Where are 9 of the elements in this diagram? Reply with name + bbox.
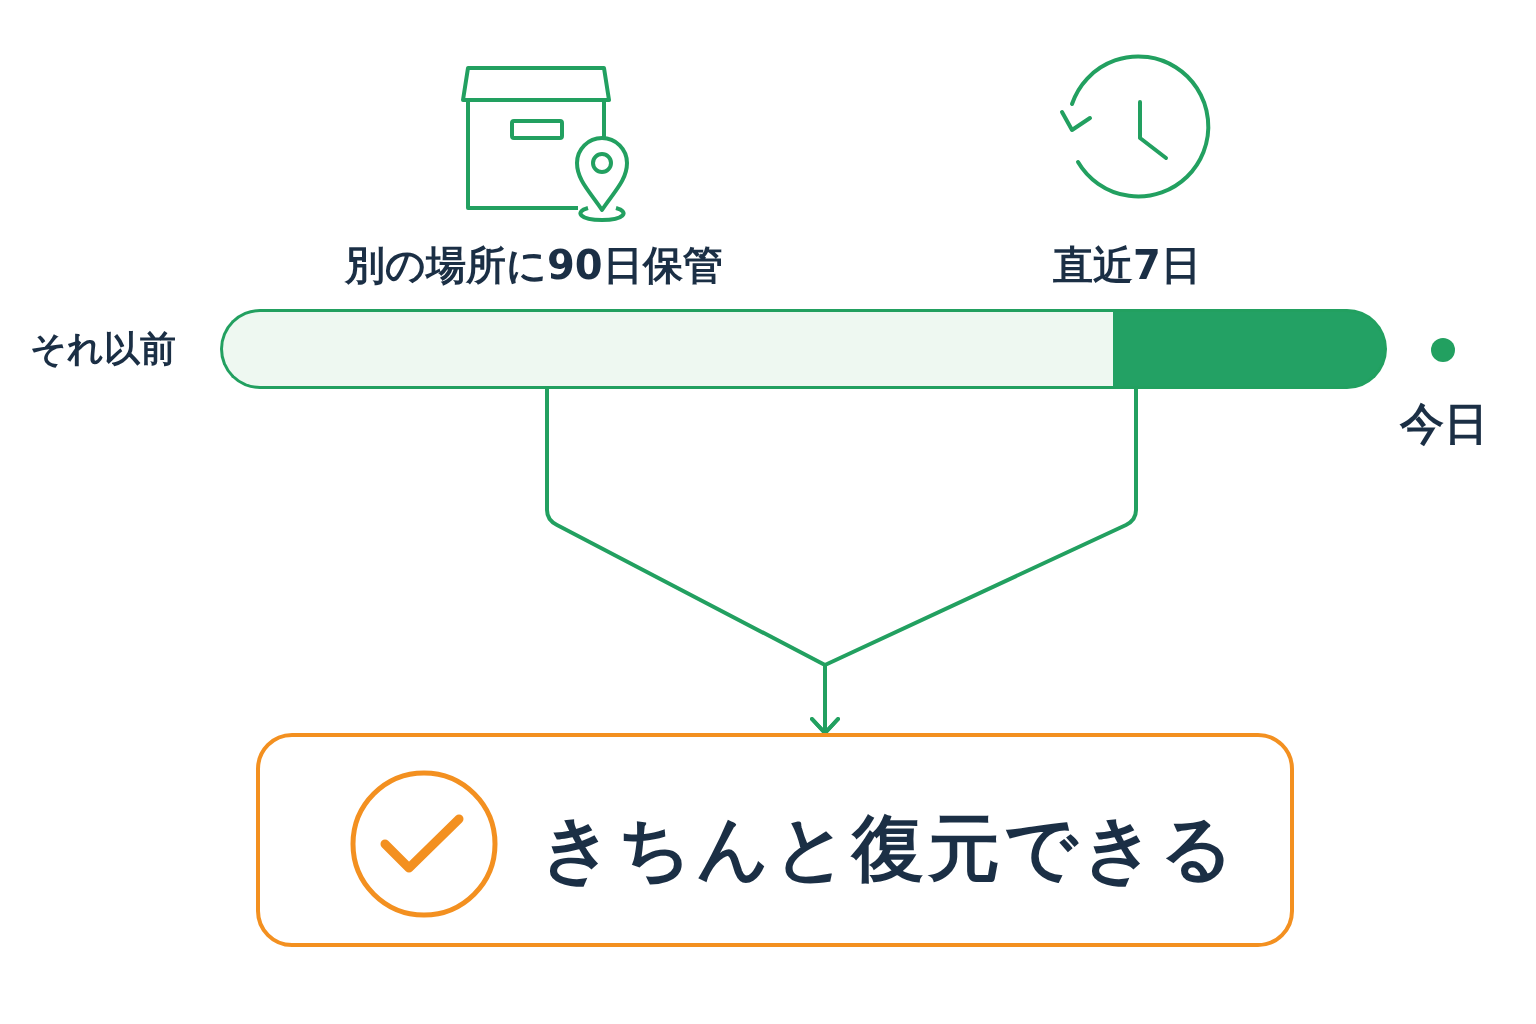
timeline-start-label: それ以前 [30, 327, 176, 371]
period-label: 別の場所に90日保管 [345, 241, 723, 290]
recent-period-bar [1113, 309, 1387, 389]
result-text: きちんと復元できる [540, 805, 1238, 892]
period-label: 直近7日 [1053, 241, 1201, 290]
arrow [810, 389, 1138, 735]
today-label: 今日 [1400, 397, 1488, 451]
older-period-bar [220, 309, 1113, 389]
result-box [256, 733, 1294, 947]
